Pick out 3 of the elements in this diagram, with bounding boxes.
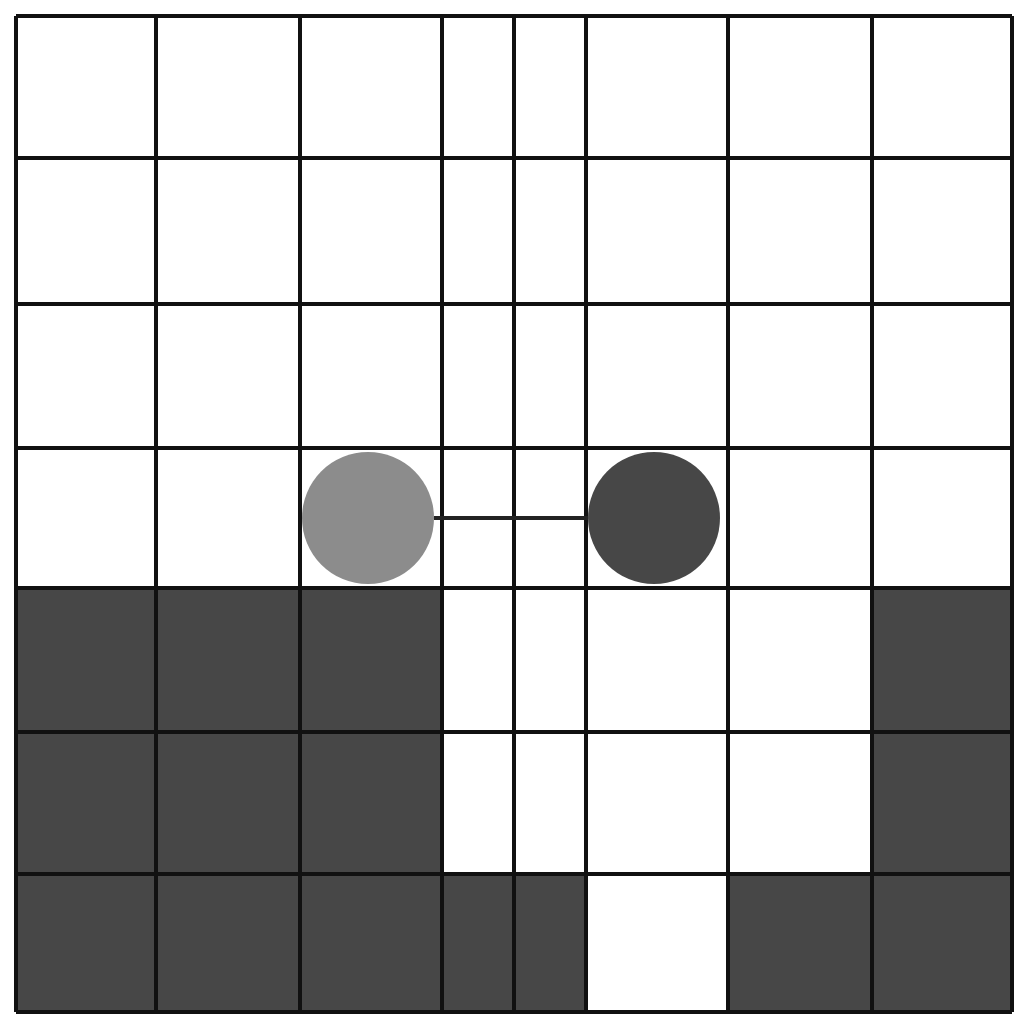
connector-line [434, 516, 588, 520]
circle-marker [588, 452, 720, 584]
circle-marker [302, 452, 434, 584]
